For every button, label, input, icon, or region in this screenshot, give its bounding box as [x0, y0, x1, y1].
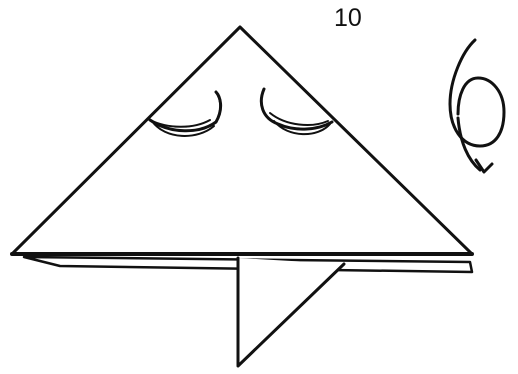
bottom-point [238, 258, 344, 366]
main-triangle [12, 27, 472, 254]
turn-over-arrow-icon [450, 40, 504, 172]
